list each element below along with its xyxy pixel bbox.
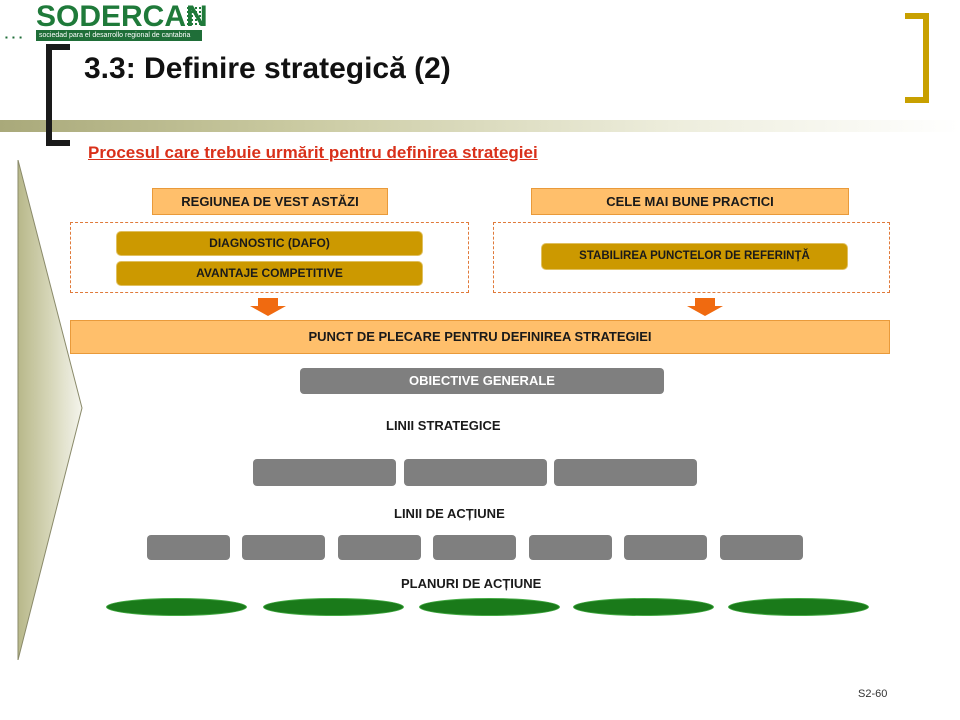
general-objectives-box: OBIECTIVE GENERALE: [300, 368, 664, 394]
action-plan-ellipse: [573, 598, 714, 616]
logo-wordmark: SODERCAN: [36, 0, 208, 33]
action-plans-label: PLANURI DE ACȚIUNE: [401, 576, 542, 591]
left-column-header: REGIUNEA DE VEST ASTĂZI: [152, 188, 388, 215]
action-lines-label: LINII DE ACȚIUNE: [394, 506, 505, 521]
action-plan-ellipse: [728, 598, 869, 616]
page-title: 3.3: Definire strategică (2): [84, 52, 451, 85]
competitive-advantages-box: AVANTAJE COMPETITIVE: [116, 261, 423, 286]
left-bracket-icon: [46, 44, 70, 146]
strategic-line-box: [404, 459, 547, 486]
strategic-line-box: [554, 459, 697, 486]
starting-point-box: PUNCT DE PLECARE PENTRU DEFINIREA STRATE…: [70, 320, 890, 354]
action-plan-ellipse: [263, 598, 404, 616]
action-line-box: [338, 535, 421, 560]
action-line-box: [720, 535, 803, 560]
action-line-box: [433, 535, 516, 560]
benchmark-box: STABILIREA PUNCTELOR DE REFERINȚĂ: [541, 243, 848, 270]
action-line-box: [529, 535, 612, 560]
action-line-box: [624, 535, 707, 560]
subtitle: Procesul care trebuie urmărit pentru def…: [88, 143, 538, 162]
header-band: [0, 120, 960, 132]
down-arrow-right-icon: [687, 298, 723, 316]
action-plan-ellipse: [106, 598, 247, 616]
action-line-box: [242, 535, 325, 560]
diagnostic-box: DIAGNOSTIC (DAFO): [116, 231, 423, 256]
right-group-container: [493, 222, 890, 293]
logo-grid-icon: [186, 6, 204, 26]
down-arrow-left-icon: [250, 298, 286, 316]
left-group-container: [70, 222, 469, 293]
side-arrow-icon: [17, 160, 83, 660]
logo-dots-icon: ▪ ▪ ▪: [5, 33, 23, 42]
right-column-header: CELE MAI BUNE PRACTICI: [531, 188, 849, 215]
slide-number: S2-60: [858, 688, 888, 700]
right-bracket-icon: [905, 13, 929, 103]
logo-tagline: sociedad para el desarrollo regional de …: [36, 30, 202, 41]
strategic-lines-label: LINII STRATEGICE: [386, 418, 501, 433]
action-line-box: [147, 535, 230, 560]
strategic-line-box: [253, 459, 396, 486]
action-plan-ellipse: [419, 598, 560, 616]
